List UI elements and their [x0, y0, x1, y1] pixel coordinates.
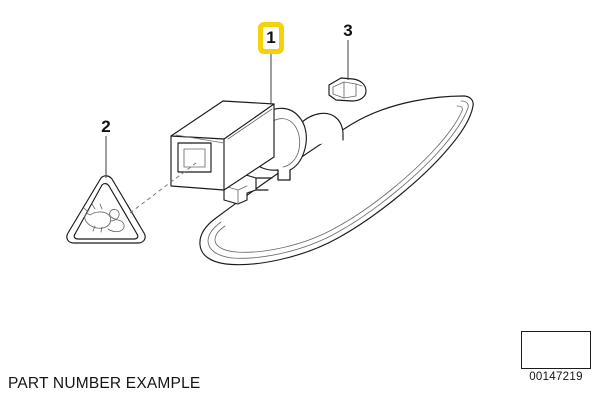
callout-3-number[interactable]: 3	[343, 21, 353, 40]
callout-1-number: 1	[266, 28, 276, 47]
electrical-connector-housing	[170, 100, 275, 191]
wedge-base-bulb-graphic	[328, 77, 367, 102]
plug-pictogram	[83, 203, 125, 233]
callout-2-number[interactable]: 2	[101, 117, 111, 136]
diagram-id-label: 00147219	[529, 371, 583, 383]
page-title: PART NUMBER EXAMPLE	[8, 375, 201, 392]
callout-1-highlight-inner	[263, 27, 279, 49]
callout-1-highlight[interactable]: 1	[258, 22, 284, 54]
diagram-stamp-box	[521, 331, 591, 369]
electrical-plug-warning-triangle	[66, 175, 146, 244]
callout-leader-lines	[105, 40, 349, 214]
